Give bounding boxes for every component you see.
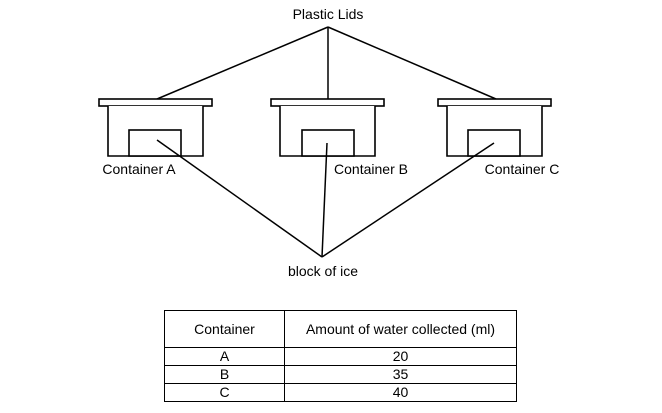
ice-leader-b — [321, 142, 328, 258]
cell-container: A — [164, 347, 285, 366]
ice-leader-lines — [156, 139, 495, 258]
lid-leader-lines — [156, 26, 497, 100]
container-b-label: Container B — [334, 161, 408, 177]
table-row: C 40 — [164, 383, 517, 402]
container-c: Container C — [437, 98, 560, 177]
block-of-ice-label: block of ice — [288, 263, 358, 279]
plastic-lid-c — [437, 98, 552, 107]
plastic-lid-b — [270, 98, 385, 107]
table-row: A 20 — [164, 347, 517, 366]
table-header-row: Container Amount of water collected (ml) — [164, 310, 517, 348]
cell-container: B — [164, 365, 285, 384]
ice-block-b — [301, 129, 355, 157]
ice-leader-c — [321, 142, 495, 258]
results-table: Container Amount of water collected (ml)… — [164, 310, 517, 402]
table-row: B 35 — [164, 365, 517, 384]
plastic-lids-label: Plastic Lids — [293, 6, 364, 22]
lid-leader-c — [327, 26, 497, 100]
container-b: Container B — [270, 98, 408, 177]
container-a-label: Container A — [102, 161, 176, 177]
container-c-label: Container C — [485, 161, 560, 177]
cell-amount: 20 — [284, 347, 517, 366]
header-amount: Amount of water collected (ml) — [284, 310, 517, 348]
header-container: Container — [164, 310, 285, 348]
cell-amount: 40 — [284, 383, 517, 402]
cell-amount: 35 — [284, 365, 517, 384]
lid-leader-a — [156, 26, 329, 100]
cell-container: C — [164, 383, 285, 402]
container-a: Container A — [98, 98, 213, 177]
plastic-lid-a — [98, 98, 213, 107]
ice-leader-a — [156, 139, 323, 258]
